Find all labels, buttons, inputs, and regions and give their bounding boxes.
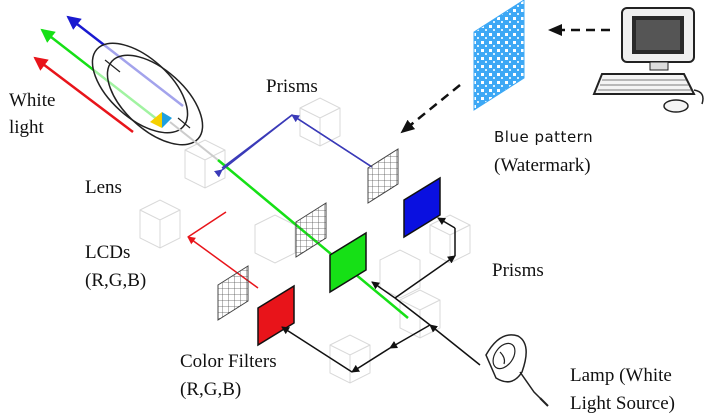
- pattern-label-line2: (Watermark): [494, 155, 591, 176]
- pattern-label-line1: Blue pattern: [494, 128, 593, 146]
- lcds-label-line1: LCDs: [85, 242, 130, 263]
- red-filter: [257, 284, 295, 347]
- blue-path: [214, 114, 373, 178]
- green-lcd: [295, 202, 327, 258]
- green-filter: [329, 231, 367, 294]
- lens-icon: [91, 42, 204, 146]
- color-filters: [257, 176, 441, 347]
- filters-label-line2: (R,G,B): [180, 379, 241, 400]
- white-beam: [169, 121, 219, 161]
- red-lcd: [217, 265, 249, 321]
- white-light-label-line2: light: [9, 117, 45, 138]
- computer-icon: [592, 7, 704, 113]
- watermark-pattern: [473, 0, 525, 111]
- lamp-label-line2: Light Source): [570, 393, 675, 414]
- prisms-right-label: Prisms: [492, 260, 544, 281]
- labels: White light Lens Prisms LCDs (R,G,B) Pri…: [9, 76, 675, 414]
- lamp-icon: [485, 334, 549, 407]
- blue-filter: [403, 176, 441, 239]
- lamp-light-paths: [281, 217, 481, 373]
- red-exit-ray: [33, 56, 134, 133]
- prisms-top-label: Prisms: [266, 76, 318, 97]
- dashed-arrows: [400, 24, 610, 134]
- blue-lcd: [367, 148, 399, 204]
- lcd-panels: [217, 148, 399, 321]
- lens-label: Lens: [85, 177, 122, 198]
- white-light-label-line1: White: [9, 90, 55, 111]
- lamp-label-line1: Lamp (White: [570, 365, 672, 386]
- prism-cube-outlines: [139, 97, 471, 384]
- lcds-label-line2: (R,G,B): [85, 270, 146, 291]
- filters-label-line1: Color Filters: [180, 351, 277, 372]
